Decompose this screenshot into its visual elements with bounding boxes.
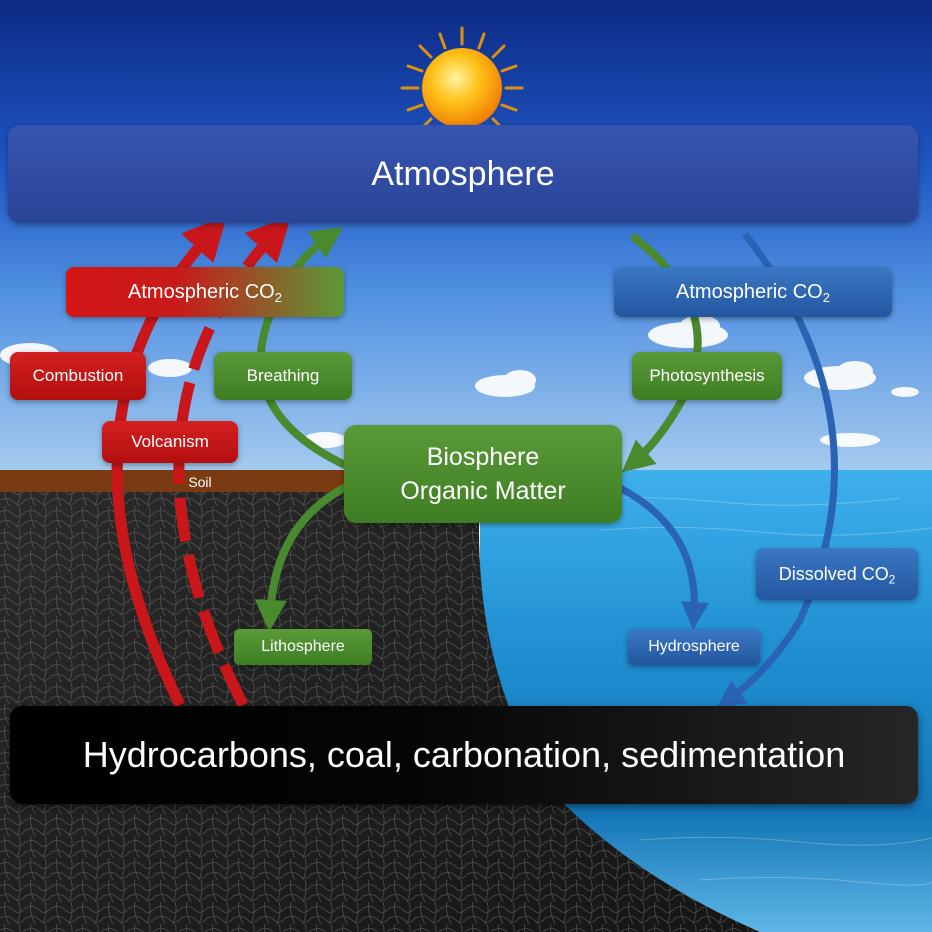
hydrosphere-flow-arrow bbox=[618, 484, 709, 630]
photosynthesis-box: Photosynthesis bbox=[632, 352, 782, 400]
sedimentation-band: Hydrocarbons, coal, carbonation, sedimen… bbox=[10, 706, 918, 804]
volcanism-label: Volcanism bbox=[131, 432, 209, 451]
atmosphere-label: Atmosphere bbox=[371, 154, 555, 193]
breathing-flow-arrow bbox=[256, 226, 347, 469]
hydrosphere-label: Hydrosphere bbox=[648, 638, 740, 655]
dissolved-co2-box: Dissolved CO2 bbox=[756, 548, 918, 600]
soil-layer bbox=[0, 470, 345, 492]
hydrosphere-box: Hydrosphere bbox=[628, 629, 760, 665]
dissolved-co2-flow-arrow bbox=[716, 231, 838, 709]
atmospheric-co2-right-label: Atmospheric CO2 bbox=[676, 280, 830, 305]
biosphere-subtitle: Organic Matter bbox=[400, 477, 566, 505]
biosphere-title: Biosphere bbox=[426, 443, 540, 471]
combustion-box: Combustion bbox=[10, 352, 146, 400]
lithosphere-box: Lithosphere bbox=[234, 629, 372, 665]
atmospheric-co2-left-box: Atmospheric CO2 bbox=[66, 267, 344, 317]
sun-icon bbox=[400, 26, 524, 150]
combustion-label: Combustion bbox=[32, 366, 124, 385]
atmosphere-band: Atmosphere bbox=[8, 125, 918, 223]
breathing-box: Breathing bbox=[214, 352, 352, 400]
biosphere-box: Biosphere Organic Matter bbox=[344, 425, 622, 523]
atmospheric-co2-left-label: Atmospheric CO2 bbox=[128, 280, 282, 305]
sedimentation-label: Hydrocarbons, coal, carbonation, sedimen… bbox=[82, 734, 846, 775]
lithosphere-flow-arrow bbox=[254, 480, 354, 632]
photosynthesis-label: Photosynthesis bbox=[649, 366, 765, 385]
lithosphere-label: Lithosphere bbox=[261, 638, 345, 655]
atmospheric-co2-right-box: Atmospheric CO2 bbox=[614, 267, 892, 317]
soil-label: Soil bbox=[188, 474, 212, 490]
breathing-label: Breathing bbox=[246, 366, 320, 385]
dissolved-co2-label: Dissolved CO2 bbox=[778, 563, 896, 586]
volcanism-box: Volcanism bbox=[102, 421, 238, 463]
